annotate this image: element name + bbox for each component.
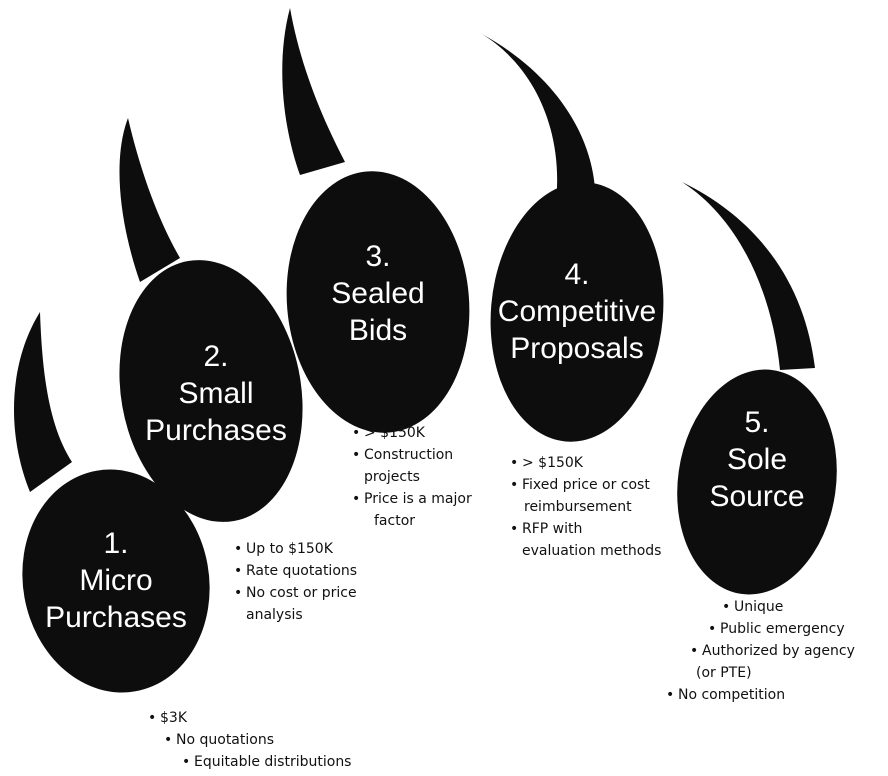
pad-1-title-line-2: Purchases [45, 601, 187, 634]
note-item: •Up to $150K [234, 541, 333, 557]
pad-4-label: 4. Competitive Proposals [492, 256, 662, 367]
claw-4-icon [482, 34, 596, 212]
pad-5-number: 5. [744, 406, 770, 439]
pad-5-title-line-1: Sole [726, 443, 788, 476]
note-item: •> $150K [510, 455, 583, 471]
note-item: •Authorized by agency(or PTE) [690, 643, 855, 681]
pad-1-label: 1. Micro Purchases [36, 525, 196, 636]
note-item: •Equitable distributions [182, 754, 352, 770]
pad-2-title-line-2: Purchases [145, 414, 287, 447]
pad-3 [286, 171, 470, 433]
pad-3-label: 3. Sealed Bids [298, 238, 458, 349]
pad-3-number: 3. [365, 240, 391, 273]
pad-1 [22, 469, 210, 693]
pad-1-notes: •$3K •No quotations •Equitable distribut… [148, 707, 351, 773]
pad-4-title-line-1: Competitive [497, 295, 657, 328]
pad-4 [490, 182, 664, 442]
note-item: •Rate quotations [234, 563, 358, 579]
pad-4-number: 4. [564, 258, 590, 291]
claw-2-icon [119, 118, 180, 282]
note-item: •No competition [666, 687, 786, 703]
note-item: •Unique [722, 599, 784, 615]
pad-5 [677, 369, 837, 595]
claw-5-icon [682, 182, 815, 370]
pad-4-title-line-2: Proposals [510, 332, 644, 365]
pad-1-title-line-1: Micro [79, 564, 153, 597]
pad-5-title-line-2: Source [709, 480, 805, 513]
claw-1-icon [13, 312, 72, 492]
claw-3-icon [282, 8, 345, 175]
pad-3-title-line-2: Bids [348, 314, 408, 347]
pad-5-notes: •Unique •Public emergency •Authorized by… [660, 596, 855, 706]
note-item: •> $150K [352, 425, 425, 441]
note-item: •$3K [148, 710, 187, 726]
pad-2-title-line-1: Small [178, 377, 254, 410]
pad-2-number: 2. [203, 340, 229, 373]
pad-1-number: 1. [103, 527, 129, 560]
pad-2-notes: •Up to $150K •Rate quotations •No cost o… [234, 538, 357, 626]
note-item: •Public emergency [708, 621, 845, 637]
pad-2-label: 2. Small Purchases [131, 338, 301, 449]
pad-5-label: 5. Sole Source [687, 404, 827, 515]
pad-3-title-line-1: Sealed [331, 277, 425, 310]
pad-2 [119, 260, 303, 522]
note-item: •No quotations [164, 732, 274, 748]
